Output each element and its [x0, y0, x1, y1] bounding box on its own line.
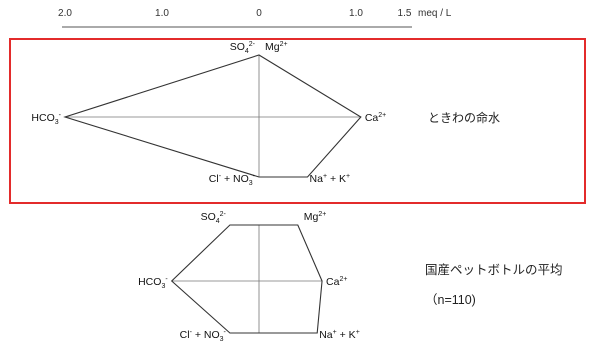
ion-label: Cl- + NO3-	[180, 329, 227, 343]
scale-unit-label: meq / L	[418, 8, 452, 19]
ion-label: Na+ + K+	[319, 329, 360, 341]
scale-bar: 2.0 1.0 0 1.0 1.5 meq / L	[58, 8, 452, 28]
ion-label: Cl- + NO3-	[209, 173, 256, 187]
scale-tick-label: 1.0	[349, 8, 363, 19]
ion-label: Ca2+	[365, 112, 386, 124]
diagram-caption: 国産ペットボトルの平均	[425, 262, 563, 277]
stiff-diagram-tokiwa: SO42- Mg2+ HCO3- Ca2+ Cl- + NO3- Na+ + K+ ときわ…	[31, 41, 500, 187]
scale-tick-label: 1.0	[155, 8, 169, 19]
ion-label: Mg2+	[265, 41, 288, 53]
diagram-caption-sample-size: （n=110)	[425, 293, 476, 307]
ion-label: Mg2+	[304, 211, 327, 223]
stiff-polygon	[170, 224, 323, 334]
ion-label: Na+ + K+	[310, 173, 351, 185]
stiff-polygon	[63, 54, 362, 178]
scale-tick-labels: 2.0 1.0 0 1.0 1.5	[58, 8, 412, 19]
highlight-frame	[9, 38, 586, 204]
ion-label: Ca2+	[326, 276, 347, 288]
stiff-diagram-domestic-average: SO42- Mg2+ HCO3- Ca2+ Cl- + NO3- Na+ + K+ 国産ペ…	[138, 211, 562, 343]
scale-tick-label: 0	[256, 8, 262, 19]
scale-tick-label: 2.0	[58, 8, 72, 19]
ion-label: HCO3-	[31, 112, 61, 126]
ion-label: HCO3-	[138, 276, 168, 290]
diagram-caption: ときわの命水	[428, 110, 500, 125]
ion-label: SO42-	[201, 211, 227, 225]
scale-tick-label: 1.5	[398, 8, 412, 19]
ion-label: SO42-	[230, 41, 256, 55]
